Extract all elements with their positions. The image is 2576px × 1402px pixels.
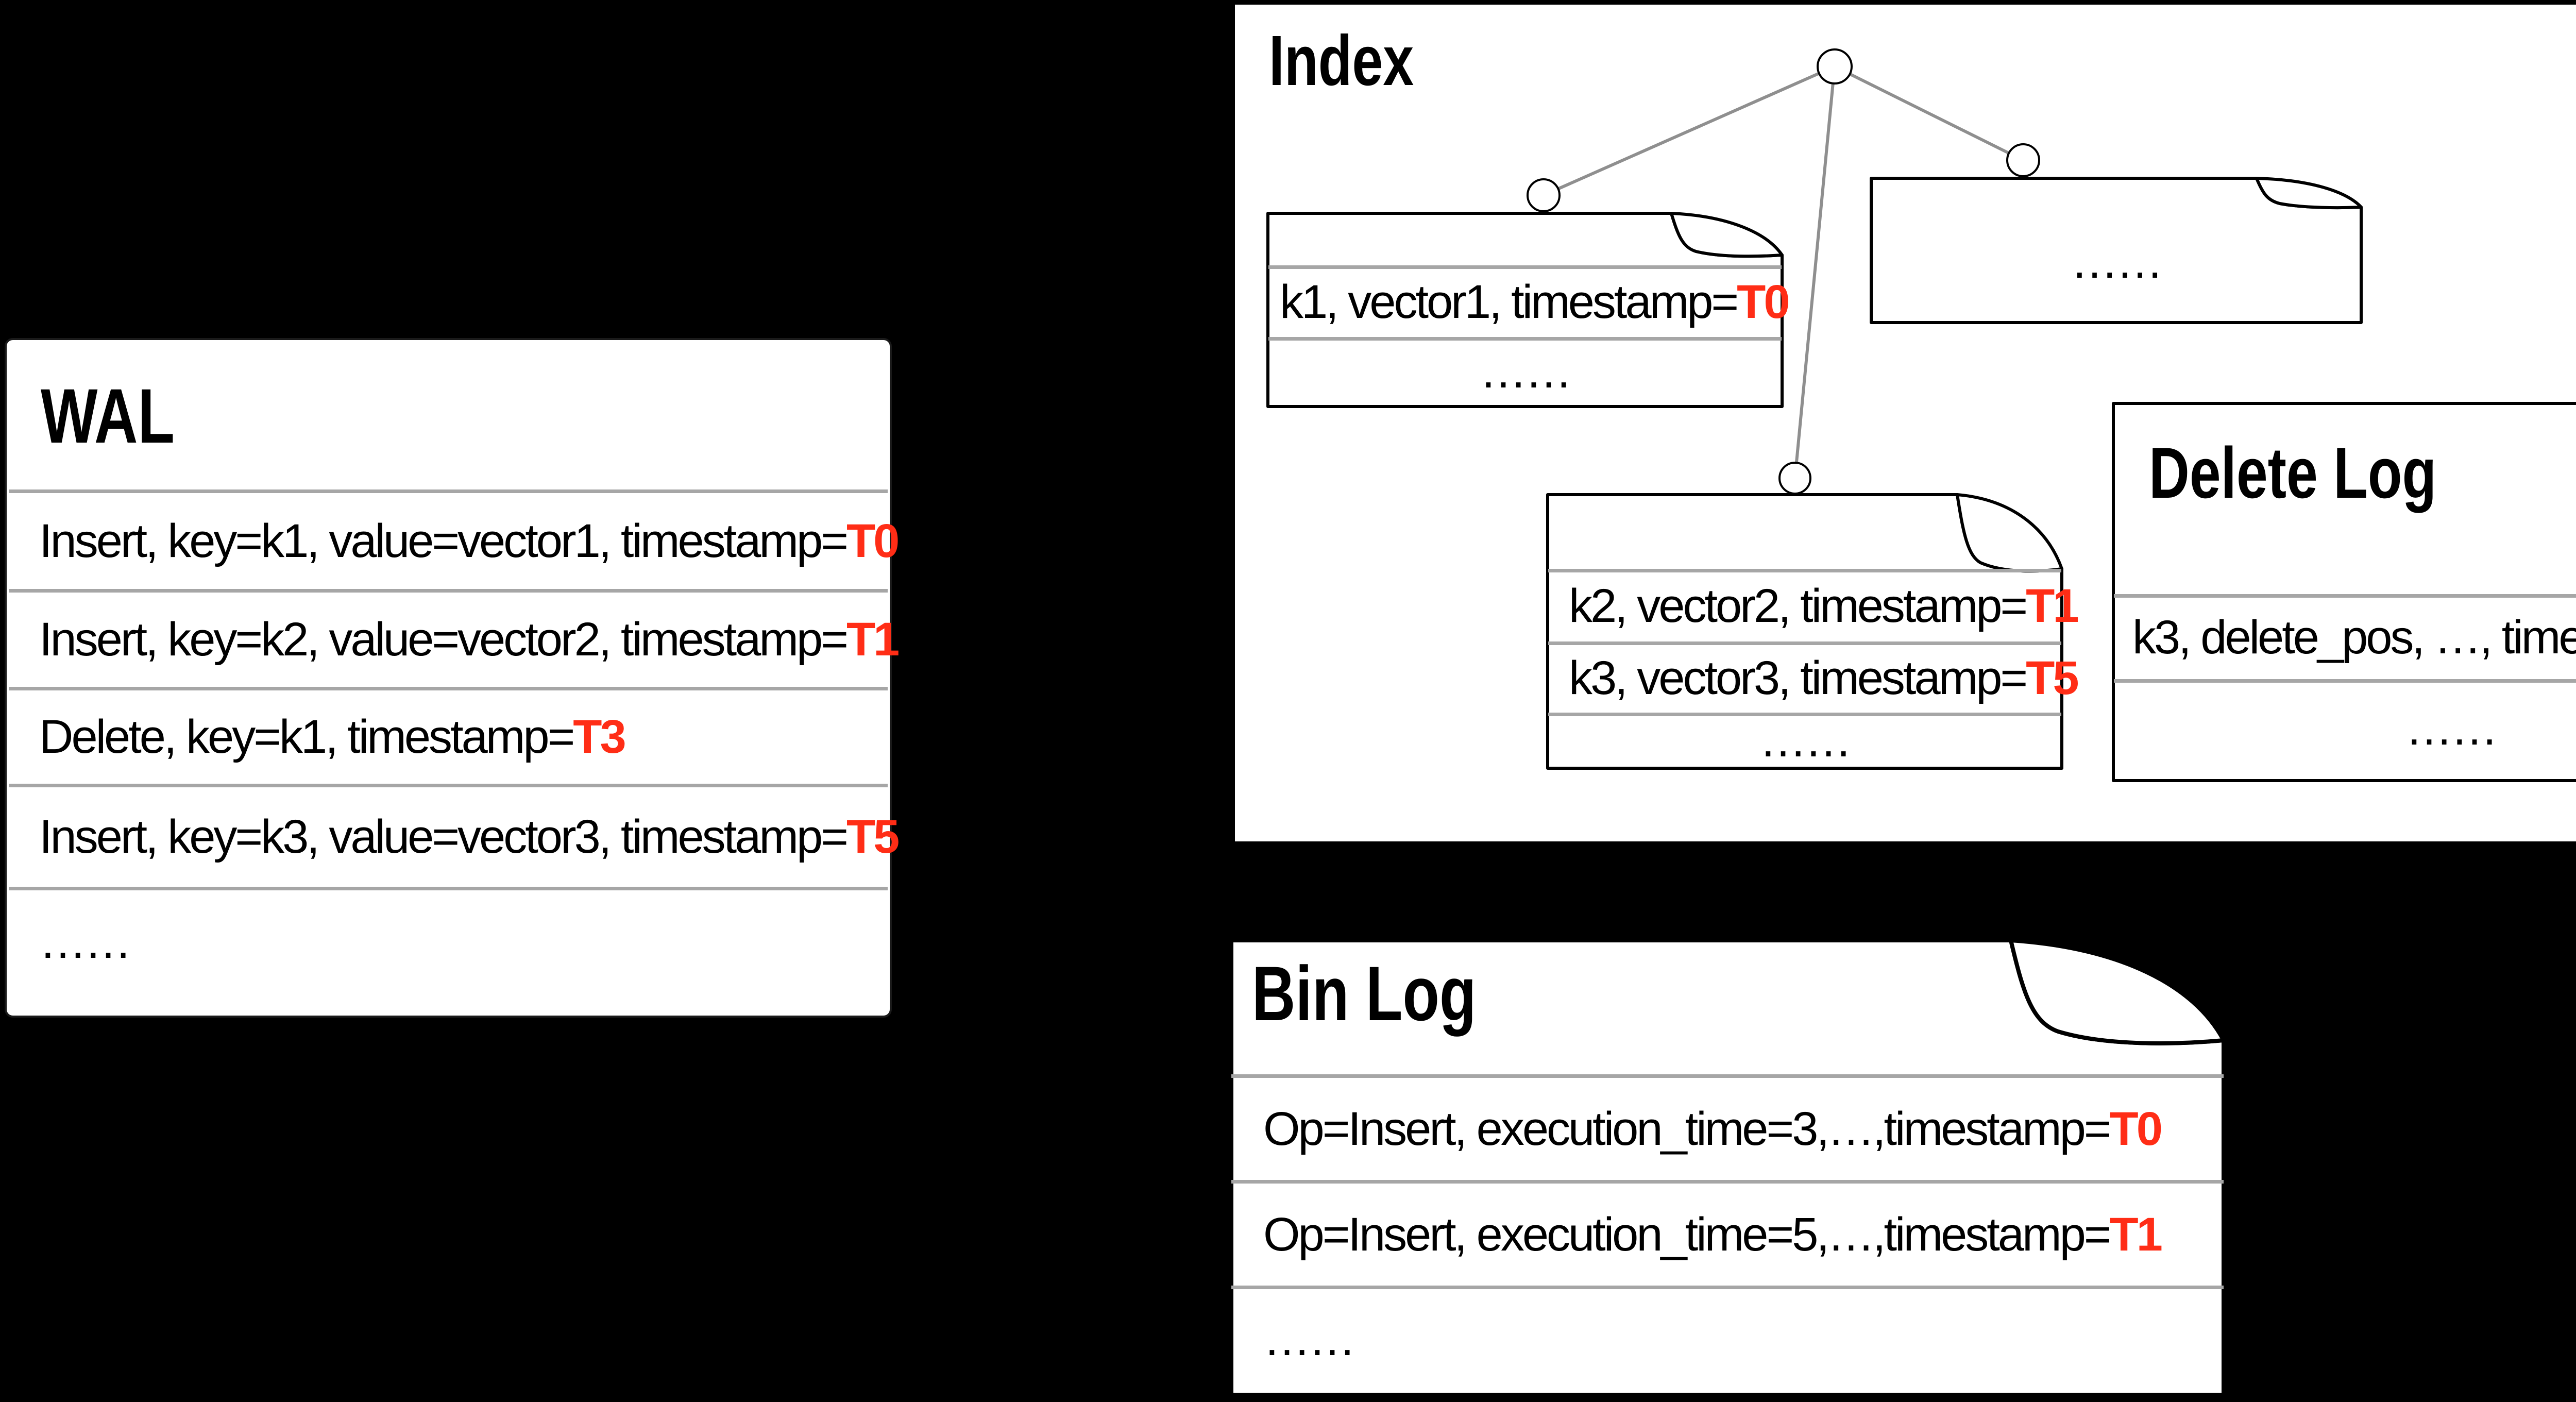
divider (1231, 1074, 2224, 1078)
divider (1548, 569, 2061, 572)
timestamp-value: T1 (2109, 1208, 2163, 1261)
delete-log-entry: k3, delete_pos, …, timestamp=T3 (2112, 596, 2576, 679)
divider (9, 589, 888, 593)
wal-row-text: Insert, key=k2, value=vector2, timestamp… (39, 613, 849, 666)
entry-text: Op=Insert, execution_time=5,…,timestamp= (1263, 1208, 2112, 1261)
wal-row-text: Delete, key=k1, timestamp= (39, 711, 575, 763)
entry-text: k3, delete_pos, …, timestamp= (2132, 611, 2576, 664)
page-outline (1266, 212, 1784, 408)
index-page-doc-2: k2, vector2, timestamp=T1 k3, vector3, t… (1546, 493, 2079, 770)
timestamp-value: T5 (2026, 651, 2079, 704)
tree-child-node (1527, 178, 1561, 212)
entry-text: k1, vector1, timestamp= (1280, 276, 1739, 328)
wal-row: Delete, key=k1, timestamp=T3 (7, 690, 890, 784)
entry-text: k2, vector2, timestamp= (1569, 580, 2028, 632)
ellipsis-text: …… (1480, 345, 1572, 398)
tree-child-node (1778, 462, 1811, 495)
wal-row: Insert, key=k3, value=vector3, timestamp… (7, 787, 900, 887)
index-panel: Index k1, vector1, timestamp=T0 …… (1235, 5, 2576, 841)
divider (2114, 679, 2576, 683)
divider (2114, 594, 2576, 598)
delete-log-ellipsis: …… (2112, 681, 2576, 776)
index-entry-ellipsis: …… (1266, 339, 1784, 404)
ellipsis-text: …… (2071, 235, 2164, 288)
dog-ear-fold (1670, 212, 1784, 258)
dog-ear-fold (2009, 938, 2226, 1045)
wal-row-text: Insert, key=k3, value=vector3, timestamp… (39, 810, 849, 863)
entry-text: Op=Insert, execution_time=3,…,timestamp= (1263, 1102, 2112, 1155)
ellipsis-text: …… (1759, 714, 1852, 767)
delete-log-doc: Delete Log k3, delete_pos, …, timestamp=… (2112, 402, 2576, 782)
bin-log-title: Bin Log (1252, 950, 1477, 1037)
tree-child-node (2006, 143, 2040, 177)
index-page-doc-3: …… (1870, 177, 2363, 324)
divider (1268, 337, 1782, 341)
wal-title: WAL (41, 373, 175, 459)
ellipsis-text: …… (2405, 702, 2498, 755)
index-entry: k2, vector2, timestamp=T1 (1546, 571, 2079, 641)
wal-row-ellipsis: …… (7, 890, 890, 993)
divider (9, 687, 888, 690)
index-entry: k1, vector1, timestamp=T0 (1266, 267, 1790, 337)
index-entry-ellipsis: …… (1870, 205, 2363, 318)
wal-row: Insert, key=k1, value=vector1, timestamp… (7, 493, 900, 589)
divider (1231, 1180, 2224, 1184)
bin-log-entry: Op=Insert, execution_time=5,…,timestamp=… (1229, 1184, 2226, 1286)
index-entry-ellipsis: …… (1546, 714, 2063, 767)
timestamp-value: T1 (846, 613, 900, 666)
bin-log-entry: Op=Insert, execution_time=3,…,timestamp=… (1229, 1078, 2226, 1180)
divider (1268, 265, 1782, 269)
page-outline (2112, 402, 2576, 782)
entry-text: k3, vector3, timestamp= (1569, 651, 2028, 704)
divider (1231, 1286, 2224, 1289)
index-entry: k3, vector3, timestamp=T5 (1546, 644, 2079, 713)
tree-root-node (1817, 48, 1853, 85)
divider (9, 887, 888, 890)
timestamp-value: T0 (846, 514, 900, 567)
wal-row: Insert, key=k2, value=vector2, timestamp… (7, 593, 900, 687)
bin-log-doc: Bin Log Op=Insert, execution_time=3,…,ti… (1229, 938, 2226, 1397)
page-outline (1870, 177, 2363, 324)
ellipsis-text: …… (39, 915, 132, 968)
delete-log-title: Delete Log (2149, 432, 2437, 513)
divider (9, 489, 888, 493)
bin-log-ellipsis: …… (1229, 1289, 2226, 1390)
divider (1548, 713, 2061, 716)
index-title: Index (1269, 21, 1414, 100)
timestamp-value: T0 (1737, 276, 1790, 328)
page-outline (1546, 493, 2063, 770)
timestamp-value: T0 (2109, 1102, 2163, 1155)
wal-row-text: Insert, key=k1, value=vector1, timestamp… (39, 514, 849, 567)
wal-box: WAL Insert, key=k1, value=vector1, times… (5, 338, 900, 1018)
divider (9, 784, 888, 787)
divider (1548, 641, 2061, 645)
page-outline (1229, 938, 2226, 1397)
timestamp-value: T3 (573, 711, 626, 763)
timestamp-value: T5 (846, 810, 900, 863)
timestamp-value: T1 (2026, 580, 2079, 632)
index-page-doc-1: k1, vector1, timestamp=T0 …… (1266, 212, 1790, 408)
dog-ear-fold (2255, 177, 2363, 210)
ellipsis-text: …… (1263, 1313, 1356, 1365)
